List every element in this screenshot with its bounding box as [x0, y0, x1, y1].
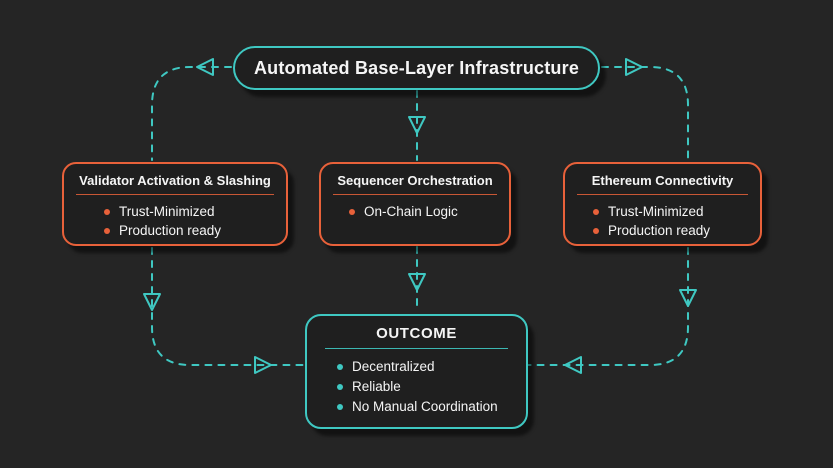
- connector-validator-to-outcome: [151, 247, 304, 366]
- validator-node-title: Validator Activation & Slashing: [79, 173, 271, 188]
- diagram-title: Automated Base-Layer Infrastructure: [253, 57, 580, 78]
- bullet-item: Production ready: [593, 221, 752, 240]
- divider: [76, 194, 274, 195]
- arrow-left-icon: [564, 356, 582, 374]
- divider: [325, 348, 508, 349]
- bullet-item: Reliable: [337, 377, 516, 397]
- bullet-item: No Manual Coordination: [337, 397, 516, 417]
- sequencer-bullet-list: On-Chain Logic: [329, 202, 501, 221]
- arrow-down-icon: [679, 289, 697, 307]
- bullet-item: Production ready: [104, 221, 278, 240]
- connector-top-to-validator: [151, 66, 232, 161]
- ethereum-node-title: Ethereum Connectivity: [591, 173, 734, 188]
- outcome-bullet-list: Decentralized Reliable No Manual Coordin…: [317, 357, 516, 417]
- validator-bullet-list: Trust-Minimized Production ready: [72, 202, 278, 240]
- arrow-down-icon: [408, 273, 426, 291]
- ethereum-node: Ethereum Connectivity Trust-Minimized Pr…: [563, 162, 762, 246]
- bullet-item: Decentralized: [337, 357, 516, 377]
- arrow-left-icon: [196, 58, 214, 76]
- sequencer-node-title: Sequencer Orchestration: [337, 173, 493, 188]
- outcome-node-title: OUTCOME: [376, 325, 457, 342]
- title-node: Automated Base-Layer Infrastructure: [233, 46, 600, 90]
- connector-ethereum-to-outcome: [527, 247, 689, 366]
- arrow-right-icon: [625, 58, 643, 76]
- bullet-item: Trust-Minimized: [593, 202, 752, 221]
- arrow-down-icon: [408, 116, 426, 134]
- sequencer-node: Sequencer Orchestration On-Chain Logic: [319, 162, 511, 246]
- divider: [577, 194, 748, 195]
- divider: [333, 194, 497, 195]
- bullet-item: On-Chain Logic: [349, 202, 501, 221]
- bullet-item: Trust-Minimized: [104, 202, 278, 221]
- ethereum-bullet-list: Trust-Minimized Production ready: [573, 202, 752, 240]
- connector-top-to-ethereum: [601, 66, 689, 161]
- outcome-node: OUTCOME Decentralized Reliable No Manual…: [305, 314, 528, 429]
- validator-node: Validator Activation & Slashing Trust-Mi…: [62, 162, 288, 246]
- arrow-right-icon: [254, 356, 272, 374]
- arrow-down-icon: [143, 293, 161, 311]
